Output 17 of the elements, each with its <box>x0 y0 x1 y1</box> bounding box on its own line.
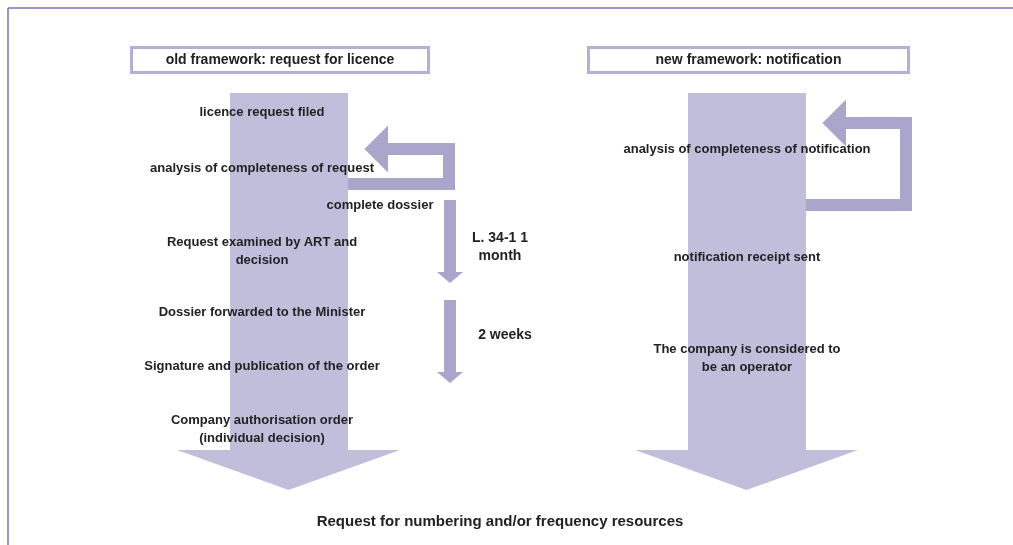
step-text: The company is considered to be an operator <box>652 340 842 376</box>
step-text: Signature and publication of the order <box>143 357 381 375</box>
step-text: analysis of completeness of notification <box>622 140 872 158</box>
step-text: complete dossier <box>325 196 435 214</box>
duration-text: L. 34-1 1 month <box>471 228 529 264</box>
step-text: Company authorisation order (individual decision) <box>170 411 354 447</box>
step-text: Request examined by ART and decision <box>165 233 359 269</box>
step-text: notification receipt sent <box>672 248 822 266</box>
return-arrow <box>348 125 455 190</box>
step-text: Dossier forwarded to the Minister <box>157 303 367 321</box>
framework-heading: new framework: notification <box>587 46 910 74</box>
return-arrow <box>806 99 912 211</box>
footer-text: Request for numbering and/or frequency resources <box>315 512 685 530</box>
step-text: analysis of completeness of request <box>149 159 375 177</box>
duration-text: 2 weeks <box>477 325 533 343</box>
step-text: licence request filed <box>198 103 326 121</box>
framework-heading: old framework: request for licence <box>130 46 430 74</box>
